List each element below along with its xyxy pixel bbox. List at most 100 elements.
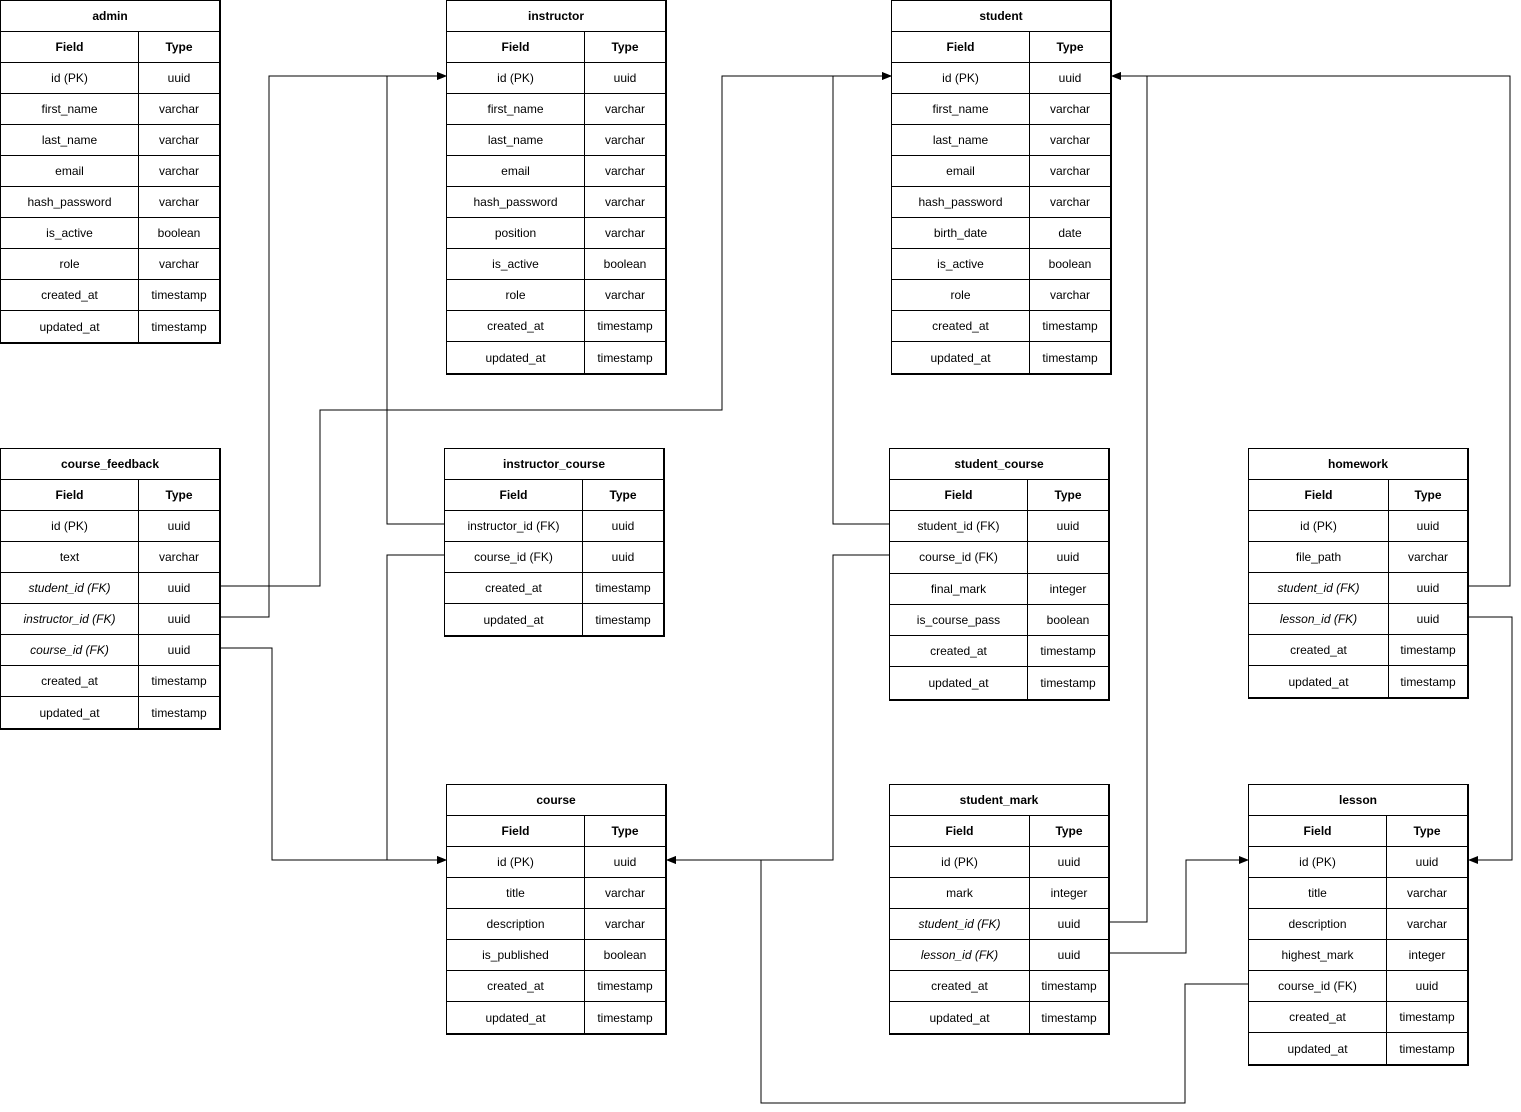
field-type-cell: varchar xyxy=(158,164,199,178)
field-name-cell: student_id (FK) xyxy=(1249,573,1389,603)
field-type-cell: uuid xyxy=(611,550,635,564)
field-name-cell: id (PK) xyxy=(447,63,585,93)
type-column-header: Type xyxy=(1055,824,1083,838)
field-type-cell: timestamp xyxy=(597,319,653,333)
field-type-cell: varchar xyxy=(158,257,199,271)
field-type-cell: integer xyxy=(1049,581,1087,596)
field-column-header: Field xyxy=(447,816,585,846)
table-row: is_active boolean xyxy=(892,249,1110,280)
field-name-cell: created_at xyxy=(890,636,1028,667)
field-name-cell: id (PK) xyxy=(1249,511,1389,541)
field-type-cell: timestamp xyxy=(151,674,207,688)
field-type-cell: boolean xyxy=(1048,257,1092,271)
field-name-cell: created_at xyxy=(445,573,583,603)
table-row: final_mark integer xyxy=(890,573,1108,605)
table-row: id (PK) uuid xyxy=(447,63,665,94)
field-name-cell: description xyxy=(1249,909,1387,939)
field-type-cell: timestamp xyxy=(1040,644,1096,659)
field-type-cell: uuid xyxy=(167,71,191,85)
field-name-cell: created_at xyxy=(447,311,585,341)
field-name-cell: course_id (FK) xyxy=(445,542,583,572)
table-row: email varchar xyxy=(1,156,219,187)
table-title: lesson xyxy=(1249,785,1467,816)
field-type-cell: timestamp xyxy=(1041,979,1097,993)
field-name-cell: created_at xyxy=(1,666,139,696)
table-row: course_id (FK)uuid xyxy=(1,635,219,666)
field-column-header: Field xyxy=(447,32,585,62)
field-name-cell: position xyxy=(447,218,585,248)
table-row: course_id (FK) uuid xyxy=(445,542,663,573)
field-type-cell: uuid xyxy=(1416,581,1440,595)
relationship-connector xyxy=(221,72,892,587)
field-type-cell: varchar xyxy=(604,195,645,209)
field-name-cell: course_id (FK) xyxy=(890,542,1028,573)
field-name-cell: created_at xyxy=(1249,635,1389,665)
field-type-cell: timestamp xyxy=(151,705,207,720)
table-row: instructor_id (FK)uuid xyxy=(445,511,663,542)
field-name-cell: student_id (FK) xyxy=(890,511,1028,542)
field-name-cell: mark xyxy=(890,878,1030,908)
field-name-cell: lesson_id (FK) xyxy=(890,940,1030,970)
field-type-cell: timestamp xyxy=(595,581,651,595)
relationship-connector xyxy=(666,554,889,864)
field-name-cell: hash_password xyxy=(892,187,1030,217)
table-title: student_course xyxy=(890,449,1108,480)
table-row: created_at timestamp xyxy=(890,971,1108,1002)
field-name-cell: updated_at xyxy=(1,697,139,728)
field-name-cell: is_active xyxy=(892,249,1030,279)
field-name-cell: final_mark xyxy=(890,573,1028,604)
field-name-cell: email xyxy=(1,156,139,186)
field-column-header: Field xyxy=(445,480,583,510)
field-name-cell: instructor_id (FK) xyxy=(1,604,139,634)
field-name-cell: last_name xyxy=(447,125,585,155)
field-type-cell: uuid xyxy=(613,71,637,85)
field-name-cell: updated_at xyxy=(1249,1033,1387,1064)
field-type-cell: uuid xyxy=(1056,519,1080,534)
table-row: student_id (FK)uuid xyxy=(1,573,219,604)
table-row: instructor_id (FK)uuid xyxy=(1,604,219,635)
table-row: created_at timestamp xyxy=(447,311,665,342)
table-title: course xyxy=(447,785,665,816)
table-row: created_at timestamp xyxy=(445,573,663,604)
field-name-cell: birth_date xyxy=(892,218,1030,248)
field-type-cell: timestamp xyxy=(1041,1010,1097,1025)
type-column-header: Type xyxy=(165,40,193,54)
field-type-cell: date xyxy=(1058,226,1082,240)
relationship-connector xyxy=(1468,616,1513,864)
field-type-cell: boolean xyxy=(157,226,201,240)
field-type-cell: uuid xyxy=(1057,917,1081,931)
field-type-cell: uuid xyxy=(1416,612,1440,626)
field-name-cell: is_active xyxy=(1,218,139,248)
type-column-header: Type xyxy=(1054,488,1082,502)
field-name-cell: updated_at xyxy=(1,311,139,342)
field-name-cell: updated_at xyxy=(892,342,1030,373)
field-type-cell: varchar xyxy=(158,102,199,116)
table-title: student_mark xyxy=(890,785,1108,816)
field-type-cell: varchar xyxy=(1407,550,1448,564)
field-type-cell: varchar xyxy=(158,133,199,147)
field-name-cell: created_at xyxy=(890,971,1030,1001)
field-type-cell: timestamp xyxy=(1400,674,1456,689)
field-type-cell: integer xyxy=(1050,886,1088,900)
